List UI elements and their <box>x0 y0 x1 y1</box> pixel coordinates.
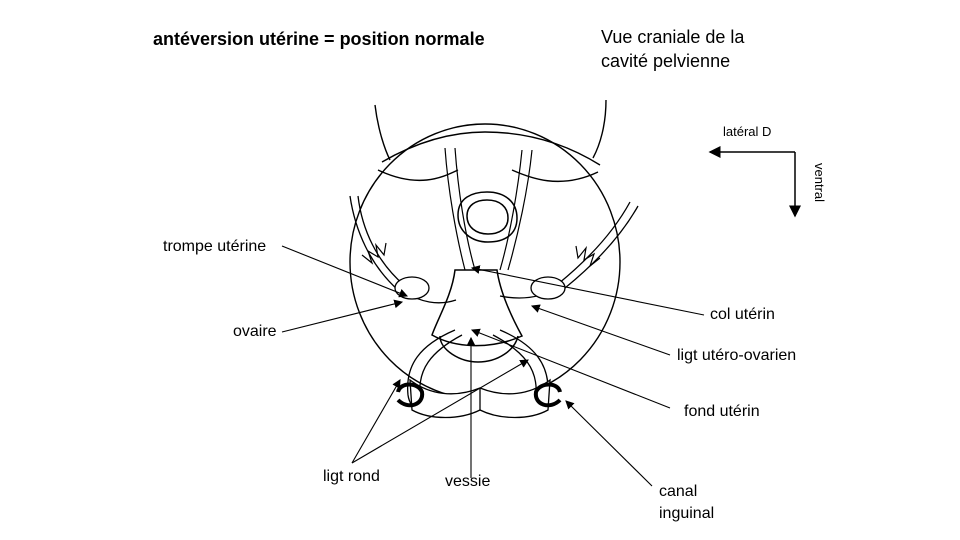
inguinal-canals <box>396 382 562 408</box>
bladder <box>409 378 551 419</box>
leader-ligt-rond-1 <box>351 379 401 464</box>
label-ovaire: ovaire <box>233 323 277 340</box>
view-caption: Vue craniale de la cavité pelvienne <box>601 25 801 73</box>
leader-col <box>470 265 705 316</box>
leader-ovaire <box>281 299 404 333</box>
ventral-direction-label: ventral <box>812 163 827 203</box>
label-canal-line-2: inguinal <box>659 505 715 522</box>
pelvis-outline <box>349 99 621 401</box>
fimbriae <box>361 242 601 268</box>
broad-ligament <box>444 147 533 271</box>
leader-trompe <box>281 245 409 298</box>
leader-ligt-rond-2 <box>351 359 529 464</box>
label-ligt-rond: ligt rond <box>323 468 380 485</box>
label-ligt-utero-ovarien: ligt utéro-ovarien <box>677 347 797 364</box>
view-caption-line-2: cavité pelvienne <box>601 51 731 71</box>
leader-lines <box>281 245 705 487</box>
lateral-direction-label: latéral D <box>723 124 772 139</box>
view-caption-line-1: Vue craniale de la <box>601 27 745 47</box>
leader-ligt-utero <box>530 304 671 356</box>
diagram-title: antéversion utérine = position normale <box>153 29 485 49</box>
label-col-uterin: col utérin <box>710 306 775 323</box>
leader-fond <box>470 328 671 409</box>
label-fond-uterin: fond utérin <box>684 403 760 420</box>
label-vessie: vessie <box>445 473 491 490</box>
rectum <box>457 191 518 243</box>
orientation-arrows <box>708 146 801 218</box>
label-trompe-uterine: trompe utérine <box>163 238 267 255</box>
label-canal-line-1: canal <box>659 483 698 500</box>
label-canal-inguinal: canal inguinal <box>659 481 714 525</box>
leader-canal <box>565 400 653 487</box>
uterus <box>431 269 524 363</box>
